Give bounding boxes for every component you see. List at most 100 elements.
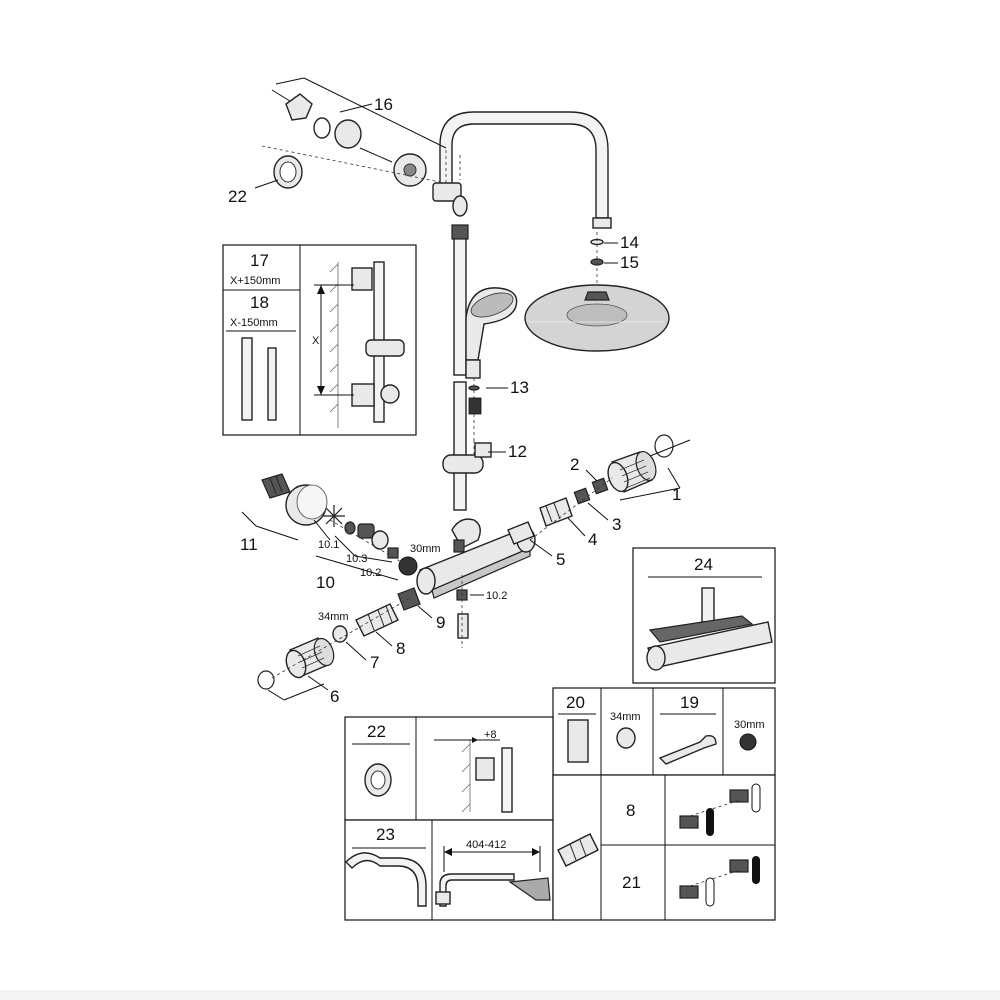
lower-inlet-parts bbox=[257, 575, 484, 701]
wall-bracket-16 bbox=[334, 119, 362, 149]
callout-10-3: 10.3 bbox=[346, 553, 367, 565]
left-handle-parts bbox=[241, 473, 419, 581]
panel-24-number: 24 bbox=[694, 555, 713, 574]
thermometer-hot-icon bbox=[706, 808, 714, 836]
panel-21-number: 21 bbox=[622, 873, 641, 892]
callout-4: 4 bbox=[588, 530, 597, 549]
wall-mount-parts bbox=[254, 77, 447, 189]
hose-nut bbox=[468, 397, 482, 415]
callout-labels: 1 2 3 4 5 6 7 8 9 10 10.1 10.3 10.2 10.2… bbox=[228, 95, 681, 706]
overhead-arm bbox=[439, 111, 609, 219]
panel-19-number: 19 bbox=[680, 693, 699, 712]
riser-nut bbox=[453, 539, 465, 553]
check-valve-8 bbox=[355, 603, 399, 637]
callout-12: 12 bbox=[508, 442, 527, 461]
callout-10-2: 10.2 bbox=[360, 567, 381, 579]
panel-18-number: 18 bbox=[250, 293, 269, 312]
panel-24: 24 bbox=[632, 547, 776, 684]
rail-wall-bracket bbox=[432, 182, 462, 202]
thermometer-hot-icon-2 bbox=[752, 856, 760, 884]
nut-tool bbox=[739, 733, 757, 751]
panel-8-number: 8 bbox=[626, 801, 635, 820]
callout-8: 8 bbox=[396, 639, 405, 658]
callout-10: 10 bbox=[316, 573, 335, 592]
lower-bracket bbox=[351, 383, 375, 407]
check-valve-cartridge bbox=[557, 833, 599, 867]
panel-22-rail bbox=[501, 747, 513, 813]
callout-3: 3 bbox=[612, 515, 621, 534]
sleeve-5 bbox=[507, 521, 535, 545]
slider-holder bbox=[474, 442, 492, 458]
callout-14: 14 bbox=[620, 233, 639, 252]
callout-15: 15 bbox=[620, 253, 639, 272]
cartridge-4 bbox=[539, 497, 573, 527]
arm-23 bbox=[345, 852, 427, 907]
thermostat-body bbox=[416, 518, 536, 599]
cartridge-tool bbox=[567, 719, 589, 763]
ring-7 bbox=[332, 625, 348, 643]
panel-cartridge: 8 21 bbox=[552, 774, 776, 921]
callout-7: 7 bbox=[370, 653, 379, 672]
panel-22-bracket bbox=[475, 757, 495, 781]
nut-3 bbox=[573, 487, 591, 505]
bottom-strip bbox=[0, 990, 1000, 1000]
spline-adapter bbox=[323, 505, 345, 527]
o-ring bbox=[313, 117, 331, 139]
hand-shower bbox=[465, 287, 518, 440]
adapter-part bbox=[371, 530, 389, 550]
callout-6: 6 bbox=[330, 687, 339, 706]
callout-13: 13 bbox=[510, 378, 529, 397]
arm-range-label: 404-412 bbox=[466, 839, 506, 851]
panel-extension: 17 X+150mm 18 X-150mm X bbox=[222, 244, 417, 436]
slider-clamp bbox=[442, 454, 484, 474]
panel-18-length: X-150mm bbox=[230, 317, 278, 329]
tool-30mm: 30mm bbox=[734, 719, 765, 731]
nut-2 bbox=[591, 477, 609, 495]
callout-10-2-bottom: 10.2 bbox=[486, 590, 507, 602]
arm-23-installed bbox=[439, 873, 515, 907]
callout-11: 11 bbox=[240, 535, 258, 554]
valve-icon-b bbox=[729, 789, 749, 803]
panel-24-pipe bbox=[701, 587, 715, 623]
callout-9: 9 bbox=[436, 613, 445, 632]
wrench-tool bbox=[658, 734, 717, 765]
callout-1: 1 bbox=[672, 485, 681, 504]
callout-22: 22 bbox=[228, 187, 247, 206]
valve-icon-c bbox=[679, 885, 699, 899]
panel-20-number: 20 bbox=[566, 693, 585, 712]
handle-button bbox=[261, 473, 291, 499]
hand-shower-neck bbox=[465, 359, 481, 379]
glass-shelf bbox=[648, 615, 754, 643]
slider-12 bbox=[442, 440, 492, 474]
panel-slider bbox=[365, 339, 405, 357]
adapter-10-3 bbox=[357, 523, 375, 539]
panel-23-number: 23 bbox=[376, 825, 395, 844]
dim-30mm: 30mm bbox=[410, 543, 441, 555]
callout-5: 5 bbox=[556, 550, 565, 569]
nut-10-2 bbox=[387, 547, 399, 559]
ring-tool bbox=[616, 727, 636, 749]
extension-tube bbox=[241, 337, 253, 421]
panel-22-number: 22 bbox=[367, 722, 386, 741]
handle-cap-6 bbox=[257, 670, 275, 690]
tool-34mm: 34mm bbox=[610, 711, 641, 723]
head-23 bbox=[508, 877, 551, 901]
panel-tools: 20 34mm 19 30mm bbox=[552, 687, 776, 776]
panel-17-number: 17 bbox=[250, 251, 269, 270]
bottom-connector bbox=[457, 613, 469, 639]
arm-end-nut bbox=[592, 217, 612, 229]
right-handle-parts bbox=[507, 434, 691, 557]
handle-cap bbox=[654, 434, 674, 458]
thermometer-cold-icon-2 bbox=[705, 877, 715, 907]
valve-icon-a bbox=[679, 815, 699, 829]
callout-10-1: 10.1 bbox=[318, 539, 339, 551]
hose-seal-13 bbox=[468, 385, 480, 391]
wall-plate bbox=[285, 93, 313, 121]
offset-label: +8 bbox=[484, 729, 497, 741]
panel-22: 22 +8 bbox=[344, 716, 554, 821]
valve-icon-d bbox=[729, 859, 749, 873]
ring-10-1 bbox=[344, 521, 356, 535]
upper-riser-pipe bbox=[453, 234, 467, 376]
x-dimension: X bbox=[312, 335, 320, 347]
